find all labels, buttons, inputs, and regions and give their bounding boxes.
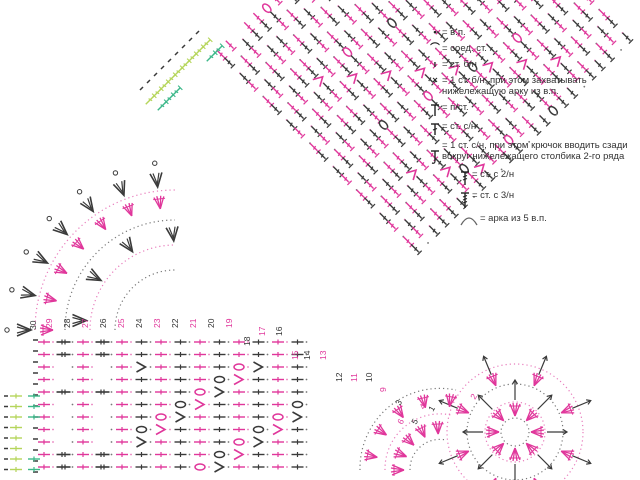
svg-text:9: 9 [378,387,388,392]
svg-text:25: 25 [116,318,126,328]
svg-text:1: 1 [426,404,437,413]
svg-text:28: 28 [62,318,72,328]
svg-text:23: 23 [152,318,162,328]
caret-icon: ⌒ [430,42,440,54]
svg-text:5: 5 [409,417,420,426]
svg-text:6: 6 [395,417,406,426]
svg-text:14: 14 [302,350,312,360]
svg-text:16: 16 [274,326,284,336]
edging-bottom-left [4,392,41,473]
svg-text:11: 11 [349,373,359,382]
svg-text:21: 21 [188,318,198,328]
svg-text:19: 19 [224,318,234,328]
tr-icon [458,170,472,186]
legend-item-dtr: = ст. с 3/н [458,190,640,209]
edging-top [139,30,226,114]
hdc-icon [428,103,442,117]
svg-text:12: 12 [334,372,344,382]
svg-text:29: 29 [44,318,54,328]
bar-icon: ı [433,58,437,70]
diagonal-dc-rows [213,0,634,256]
svg-text:24: 24 [134,318,144,328]
legend-item-chain: • = в.п. [428,27,640,39]
dc-icon [428,122,442,136]
svg-text:20: 20 [206,318,216,328]
legend-item-hdc: = п/ст. [428,102,640,117]
svg-text:22: 22 [170,318,180,328]
svg-text:2: 2 [468,392,479,401]
legend-item-sc: ı = ст. б/н [428,58,640,71]
legend-item-dc: = ст. с/н [428,121,640,136]
svg-text:15: 15 [290,350,300,360]
svg-text:13: 13 [318,350,328,360]
left-fan [4,160,181,337]
dtr-icon [458,191,472,209]
svg-text:17: 17 [257,326,267,336]
svg-text:26: 26 [98,318,108,328]
legend-item-arch: = арка из 5 в.п. [458,213,640,226]
svg-text:30: 30 [28,320,38,330]
svg-text:10: 10 [364,372,374,382]
bottom-band [33,338,308,473]
dot-icon: • [433,27,437,38]
x-icon: × [432,74,438,86]
svg-text:27: 27 [80,318,90,328]
legend-item-tr: = ст. с 2/н [458,169,640,186]
svg-text:18: 18 [242,336,252,346]
legend-item-sc-arch: × = 1 ст. б/н, при этом захватывать ниже… [428,74,640,98]
arch-icon [458,214,480,226]
svg-text:3: 3 [393,398,404,407]
svg-text:4: 4 [417,402,428,411]
round-motif-large [437,354,593,480]
legend-item-fpdc: = 1 ст. с/н, при этом крючок вводить сза… [428,140,640,165]
legend-item-slip-stitch: ⌒ = соед. ст. [428,42,640,55]
legend: • = в.п. ⌒ = соед. ст. ı = ст. б/н × = 1… [428,27,640,231]
fpdc-icon [428,141,442,165]
round-motif-partial [359,387,459,477]
diagonal-band [213,0,634,256]
